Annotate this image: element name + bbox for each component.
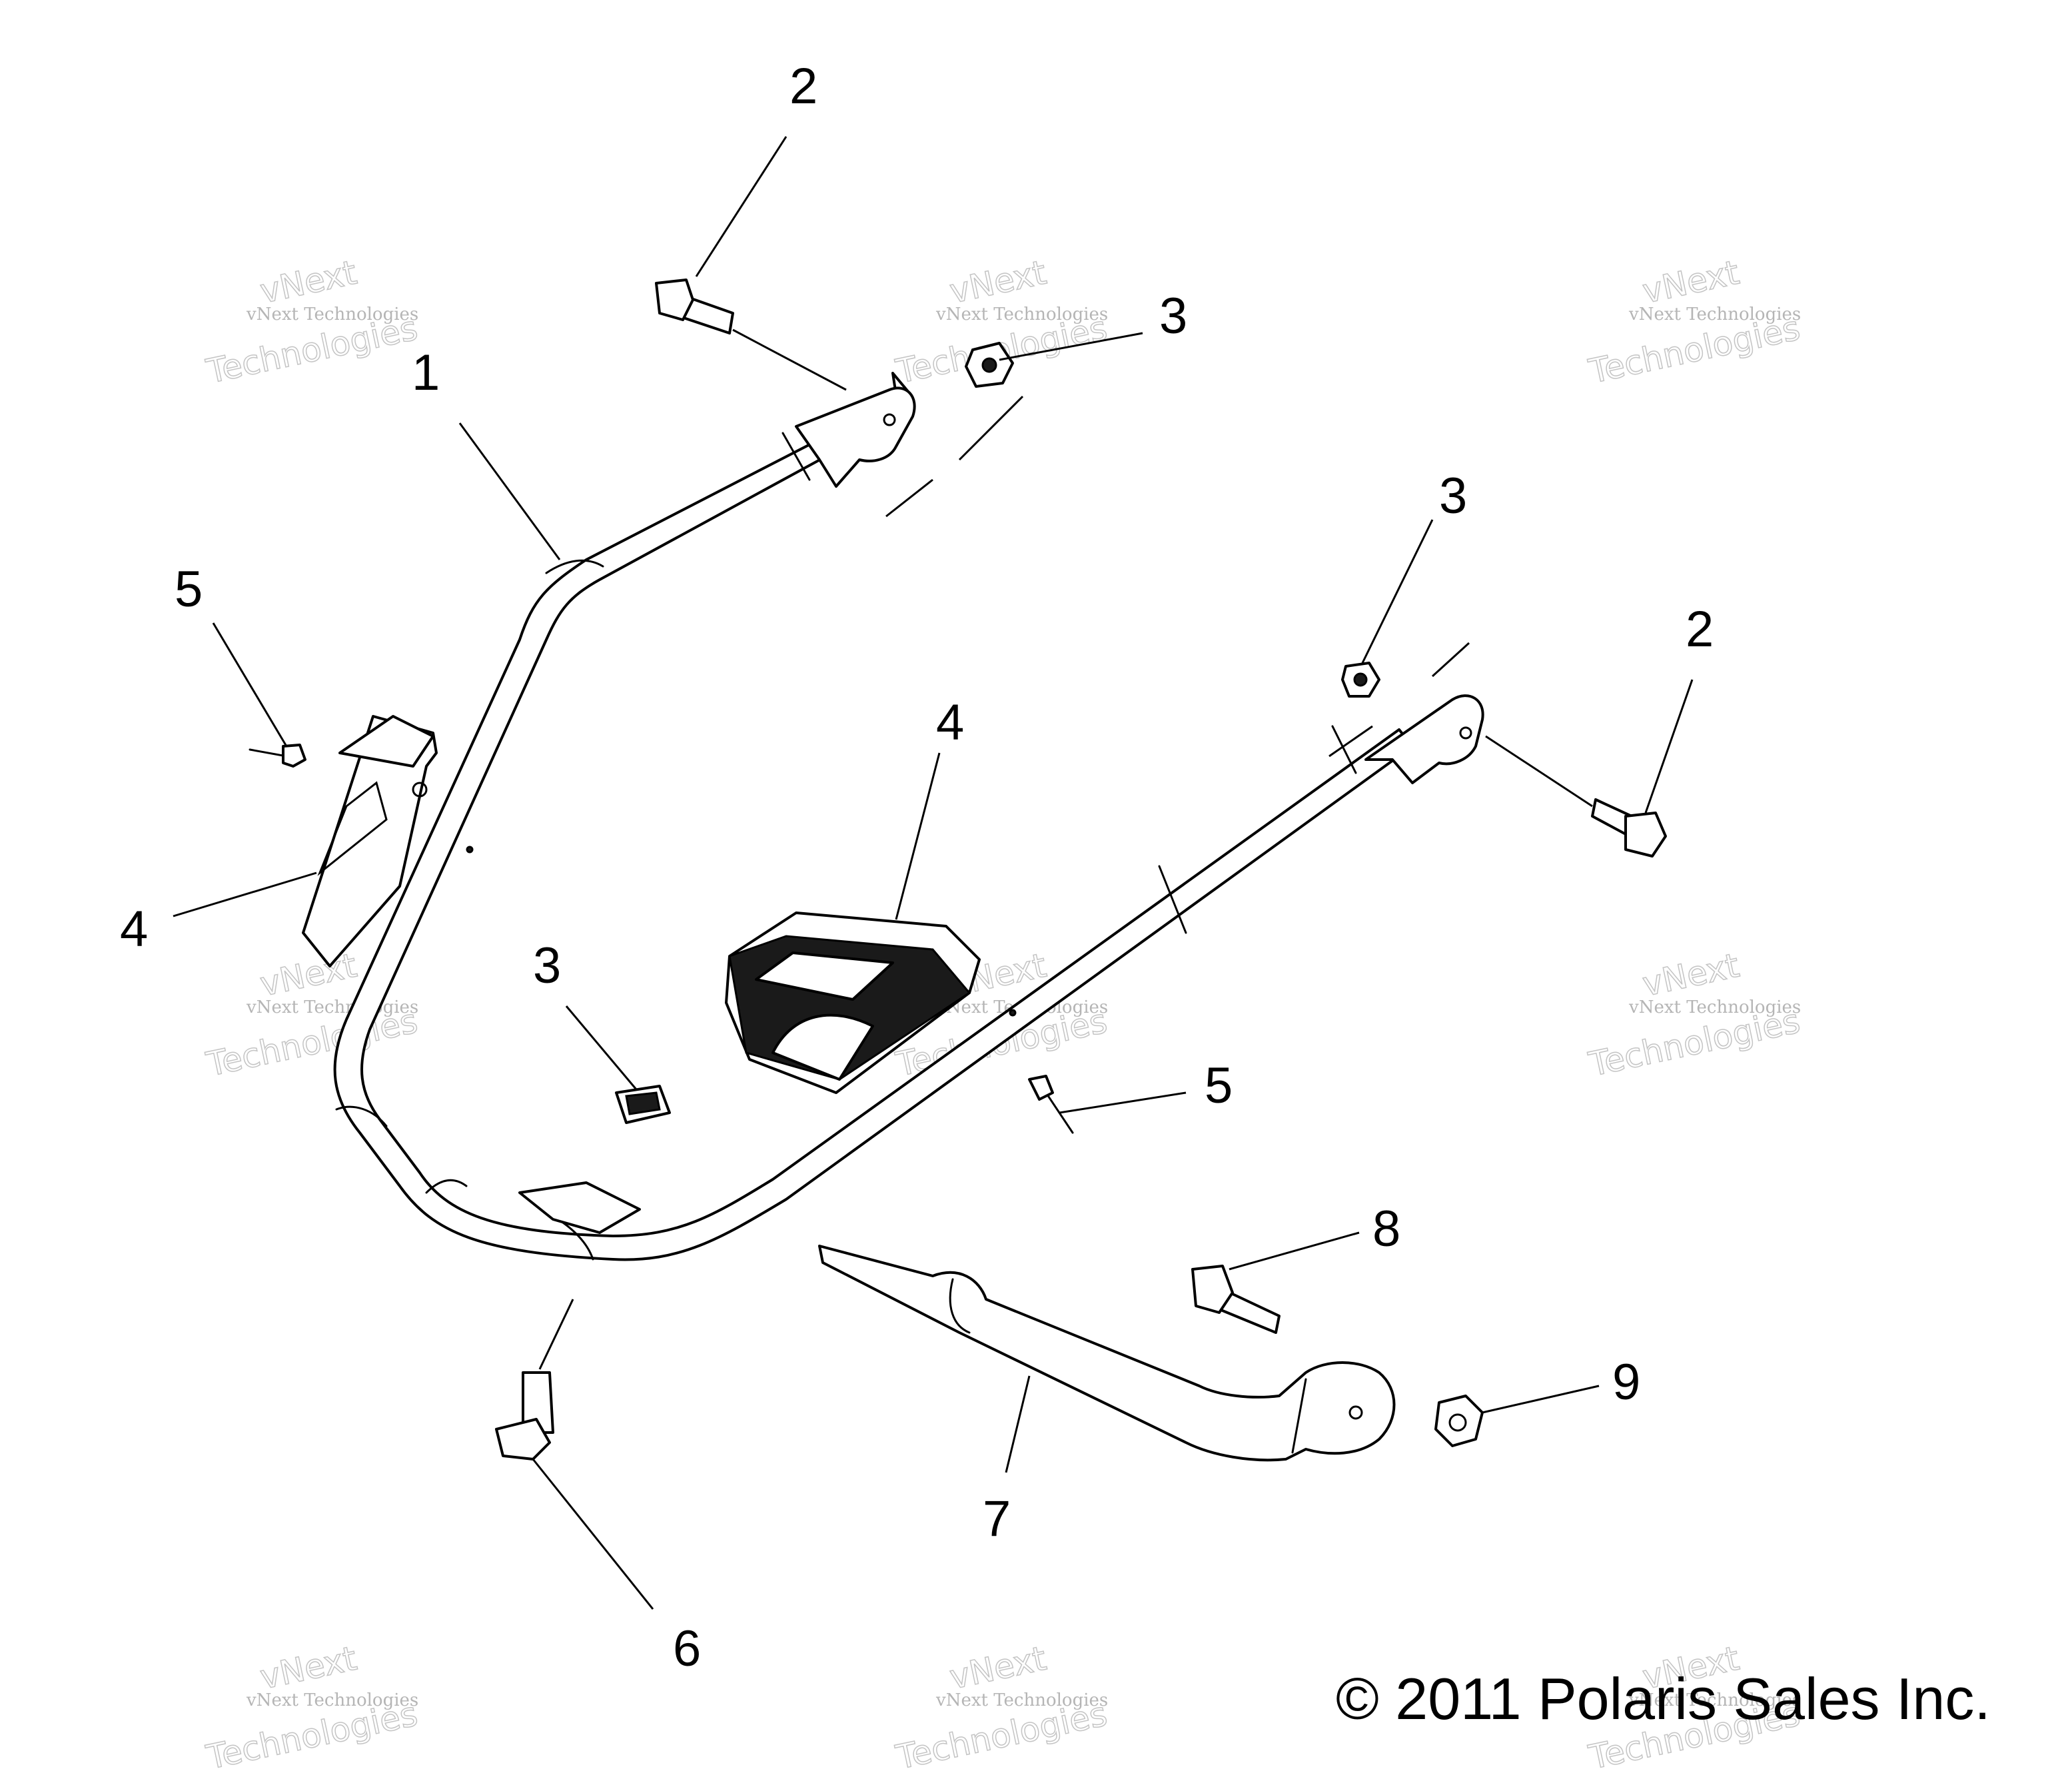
watermark-vnext-technologies: vNext Technologies <box>935 1690 1108 1710</box>
callout-3-top: 3 <box>1159 288 1187 344</box>
part-2-bolt-right <box>1591 798 1667 858</box>
watermark-vnext: vNext <box>1639 253 1742 311</box>
callout-5-center: 5 <box>1205 1057 1233 1114</box>
callout-4-center: 4 <box>936 694 964 751</box>
callout-9: 9 <box>1612 1354 1640 1411</box>
callout-3-center: 3 <box>533 937 561 994</box>
watermark-vnext-technologies: vNext Technologies <box>1628 304 1801 324</box>
watermark-vnext: vNext <box>946 1639 1049 1697</box>
callout-labels: 2 1 3 3 2 5 4 4 3 5 8 9 7 6 <box>120 58 1714 1677</box>
watermark-vnext: vNext <box>257 1639 360 1697</box>
watermark-vnext-technologies: vNext Technologies <box>246 997 418 1017</box>
watermark-vnext-technologies: vNext Technologies <box>1628 997 1801 1017</box>
callout-1: 1 <box>412 344 440 401</box>
part-5-screw-left <box>249 744 306 768</box>
callout-8: 8 <box>1372 1201 1400 1257</box>
watermark-vnext: vNext <box>1639 946 1742 1004</box>
part-8-bolt <box>1191 1265 1281 1334</box>
watermark-vnext: vNext <box>257 946 360 1004</box>
callout-3-right: 3 <box>1439 468 1467 524</box>
part-7-lower-tube <box>818 1245 1396 1462</box>
part-4-left-bracket <box>302 715 438 967</box>
callout-7: 7 <box>983 1490 1011 1547</box>
part-4-center-bracket <box>725 911 981 1094</box>
part-1-bumper-tube <box>333 372 1414 1261</box>
part-2-bolt-top <box>655 279 734 334</box>
watermark-vnext-technologies: vNext Technologies <box>246 304 418 324</box>
callout-6: 6 <box>673 1620 701 1677</box>
part-1-right-tab <box>1364 694 1484 784</box>
assembly-lines <box>538 328 1593 1370</box>
part-9-nut <box>1434 1395 1484 1447</box>
leader-lines <box>173 136 1694 1610</box>
callout-5-left: 5 <box>175 561 203 618</box>
watermark-vnext-technologies: vNext Technologies <box>246 1690 418 1710</box>
copyright-text: © 2011 Polaris Sales Inc. <box>1336 1666 1991 1732</box>
callout-2-top: 2 <box>789 58 817 115</box>
part-5-screw-center <box>1028 1075 1074 1134</box>
part-6-bolt <box>495 1371 554 1461</box>
watermark-vnext-technologies: vNext Technologies <box>935 304 1108 324</box>
callout-2-right: 2 <box>1686 601 1714 658</box>
callout-4-left: 4 <box>120 901 148 957</box>
part-3-nut-top <box>965 342 1014 388</box>
part-3-nut-right <box>1341 662 1380 698</box>
part-3-clip-center <box>615 1085 671 1124</box>
watermark-vnext: vNext <box>257 253 360 311</box>
watermark-vnext: vNext <box>946 253 1049 311</box>
part-1-left-tab <box>795 386 916 488</box>
watermark-vnext-technologies: vNext Technologies <box>1628 1690 1801 1710</box>
